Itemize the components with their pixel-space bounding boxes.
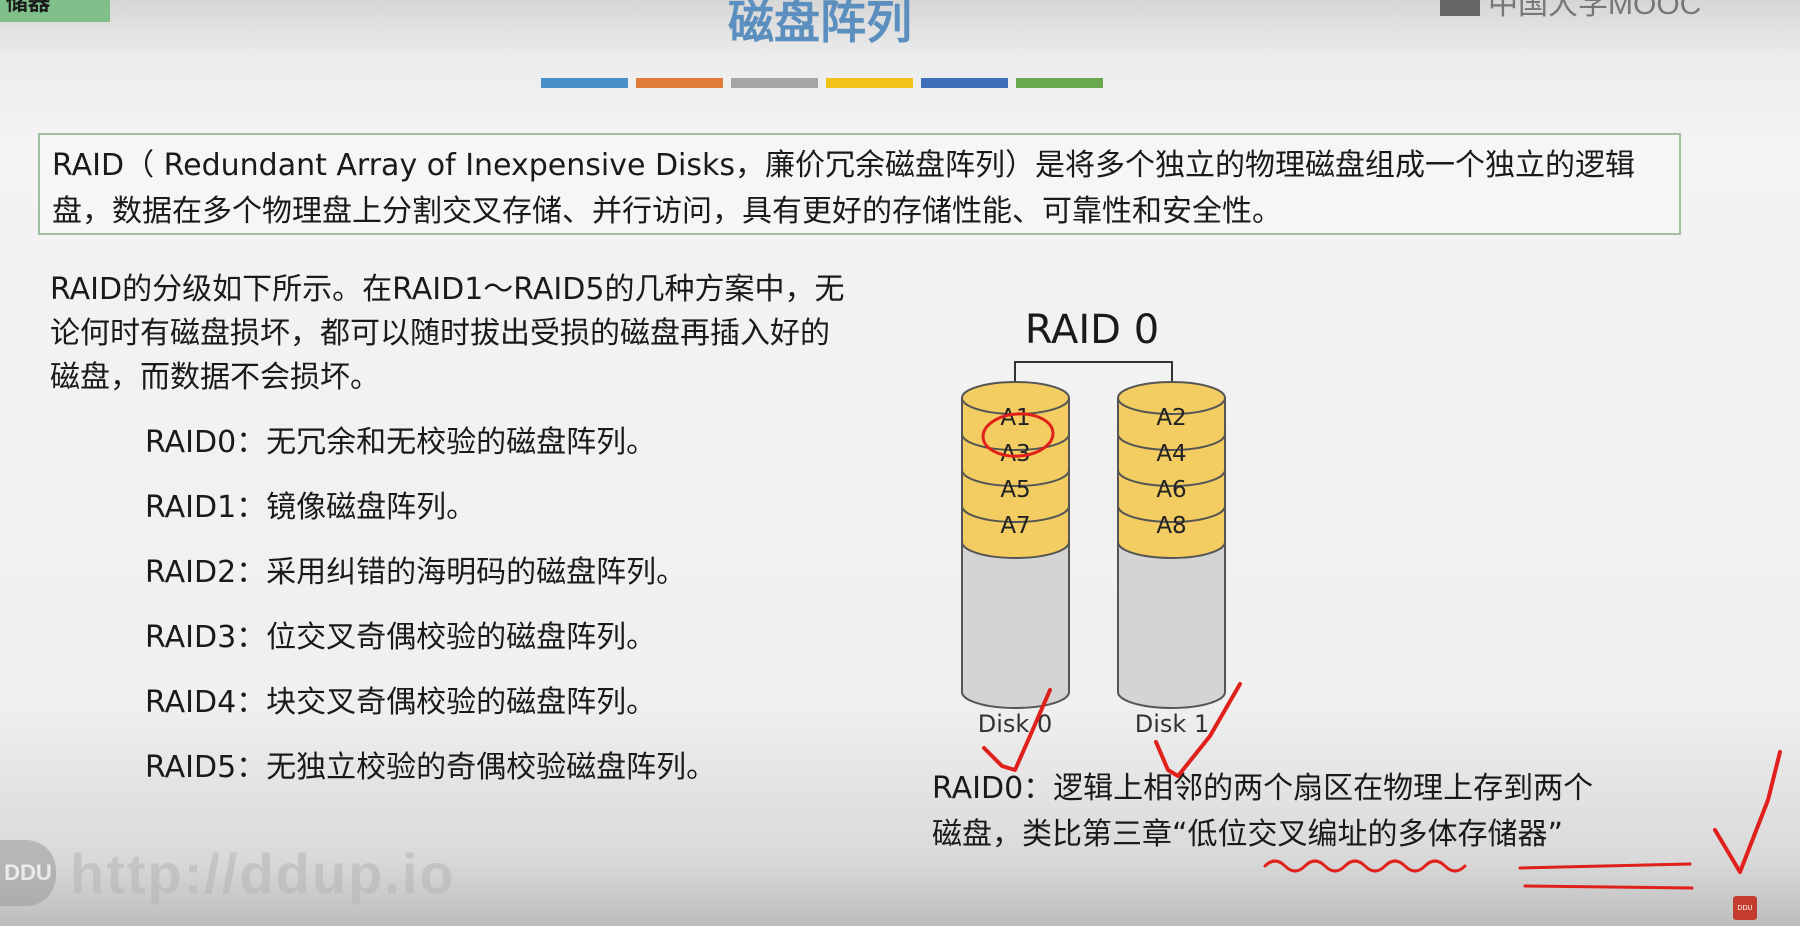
definition-text: RAID（ Redundant Array of Inexpensive Dis… <box>52 148 1636 229</box>
slide-title: 磁盘阵列 <box>728 0 912 49</box>
disk-body <box>1117 541 1226 709</box>
color-bar-segment <box>1016 78 1103 88</box>
raid0-desc-line2: 磁盘，类比第三章“低位交叉编址的多体存储器” <box>932 812 1752 858</box>
watermark-url: http://ddup.io <box>70 841 456 905</box>
chip-icon: DDU <box>1733 896 1757 920</box>
diagram-title: RAID 0 <box>1025 307 1159 353</box>
color-bar-segment <box>636 78 723 88</box>
disk-label: Disk 0 <box>978 710 1052 738</box>
title-color-bar <box>541 78 1103 88</box>
underline-double <box>1518 862 1692 870</box>
disk-1: A8 A6 A4 A2 <box>1117 381 1226 709</box>
raid0-diagram: RAID 0 A7 A5 A3 A1 A8 A6 A4 A2 Disk 0 Disk 1 <box>961 307 1226 738</box>
raid-level-item: RAID0：无冗余和无校验的磁盘阵列。 <box>145 425 657 460</box>
corner-section-tag: 储器 <box>0 0 110 22</box>
underline-double <box>1523 884 1694 890</box>
disk-block-label: A8 <box>1156 513 1186 539</box>
raid-levels-list: RAID0：无冗余和无校验的磁盘阵列。 RAID1：镜像磁盘阵列。 RAID2：… <box>145 418 845 808</box>
raid0-description: RAID0：逻辑上相邻的两个扇区在物理上存到两个 磁盘，类比第三章“低位交叉编址… <box>932 766 1752 858</box>
disk-block-label: A5 <box>1000 477 1030 503</box>
disk-block-label: A1 <box>1000 405 1030 431</box>
raid0-desc-prefix: 磁盘，类比第三章“ <box>932 817 1188 852</box>
disk-block-label: A4 <box>1156 441 1186 467</box>
disk-body <box>961 541 1070 709</box>
mooc-logo: 中国大学MOOC <box>1440 0 1740 22</box>
watermark: DDU http://ddup.io <box>0 838 456 908</box>
watermark-badge: DDU <box>0 840 56 906</box>
disk-0: A7 A5 A3 A1 <box>961 381 1070 709</box>
disk-block-label: A2 <box>1156 405 1186 431</box>
raid0-desc-line1: RAID0：逻辑上相邻的两个扇区在物理上存到两个 <box>932 771 1594 806</box>
color-bar-segment <box>921 78 1008 88</box>
color-bar-segment <box>826 78 913 88</box>
disk-block-label: A6 <box>1156 477 1186 503</box>
disk-label: Disk 1 <box>1135 710 1209 738</box>
raid-level-item: RAID5：无独立校验的奇偶校验磁盘阵列。 <box>145 750 717 785</box>
disk-top <box>1117 381 1226 415</box>
logo-text: 中国大学MOOC <box>1488 0 1702 21</box>
raid-level-item: RAID3：位交叉奇偶校验的磁盘阵列。 <box>145 620 657 655</box>
definition-box: RAID（ Redundant Array of Inexpensive Dis… <box>38 133 1681 235</box>
color-bar-segment <box>731 78 818 88</box>
raid-level-item: RAID1：镜像磁盘阵列。 <box>145 490 477 525</box>
color-bar-segment <box>541 78 628 88</box>
raid0-desc-suffix: ” <box>1547 817 1564 852</box>
logo-icon <box>1440 0 1480 16</box>
disk-block-label: A3 <box>1000 441 1030 467</box>
diagram-connector <box>1014 361 1173 388</box>
raid-intro-text: RAID的分级如下所示。在RAID1～RAID5的几种方案中，无论何时有磁盘损坏… <box>50 272 845 395</box>
raid-level-item: RAID4：块交叉奇偶校验的磁盘阵列。 <box>145 685 657 720</box>
disk-block-label: A7 <box>1000 513 1030 539</box>
raid-level-item: RAID2：采用纠错的海明码的磁盘阵列。 <box>145 555 687 590</box>
raid0-desc-highlight: 低位交叉编址的多体存储器 <box>1187 817 1548 852</box>
underline-wavy <box>1263 859 1467 873</box>
